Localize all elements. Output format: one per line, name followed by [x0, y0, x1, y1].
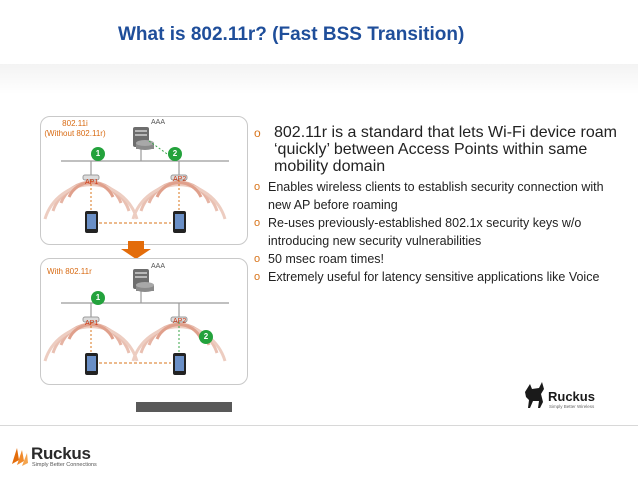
- diagram-with-80211r-graphic: [43, 269, 229, 375]
- brand-name: Ruckus: [548, 389, 595, 404]
- step-2-badge: 2: [168, 147, 182, 161]
- main-bullet-text: 802.11r is a standard that lets Wi-Fi de…: [274, 124, 617, 175]
- bullet-list: o 802.11r is a standard that lets Wi-Fi …: [252, 124, 620, 286]
- diagram-without-80211r: 802.11i (Without 802.11r) AAA 1 2 AP1 AP…: [40, 116, 248, 245]
- diagram-with-label: With 802.11r: [47, 267, 92, 276]
- diagram-without-label: 802.11i (Without 802.11r): [43, 119, 107, 139]
- brand-tagline: Simply Better Connections: [32, 462, 97, 468]
- sub-bullet-marker: o: [254, 181, 261, 193]
- ap1-label: AP1: [85, 320, 99, 327]
- sub-bullet: o Extremely useful for latency sensitive…: [254, 268, 620, 286]
- ap2-signal-waves: [131, 180, 227, 220]
- sub-bullet: o Enables wireless clients to establish …: [254, 178, 620, 214]
- caption-bar: [136, 402, 232, 412]
- phone-icon-left: [85, 211, 98, 233]
- sub-bullet: o 50 msec roam times!: [254, 250, 620, 268]
- sub-bullet-text: 50 msec roam times!: [268, 252, 385, 266]
- diagram-without-label-line1: 802.11i: [62, 119, 88, 128]
- ap2-label: AP2: [173, 318, 187, 325]
- transition-arrow-icon: [121, 241, 151, 259]
- sub-bullet-text: Re-uses previously-established 802.1x se…: [268, 216, 582, 248]
- bullet-marker: o: [254, 126, 261, 140]
- diagram-without-80211r-graphic: [43, 127, 229, 233]
- ruckus-flame-icon: [12, 448, 28, 466]
- brand-name: Ruckus: [31, 444, 91, 463]
- sub-bullet-text: Enables wireless clients to establish se…: [268, 180, 604, 212]
- phone-icon-right: [173, 211, 186, 233]
- sub-bullet-marker: o: [254, 217, 261, 229]
- ruckus-footer-logo: Ruckus Simply Better Connections: [10, 444, 110, 474]
- step-1-badge: 1: [91, 147, 105, 161]
- aaa-label: AAA: [151, 119, 166, 126]
- ap1-label: AP1: [85, 179, 99, 186]
- slide-title: What is 802.11r? (Fast BSS Transition): [118, 24, 465, 45]
- diagram-without-label-line2: (Without 802.11r): [44, 129, 106, 138]
- phone-icon-left: [85, 353, 98, 375]
- brand-tagline: Simply Better Wireless: [549, 404, 595, 409]
- title-band: [0, 64, 638, 94]
- aaa-server-icon: [133, 127, 154, 150]
- phone-icon-right: [173, 353, 186, 375]
- aaa-label: AAA: [151, 263, 166, 270]
- step-2-badge: 2: [199, 330, 213, 344]
- sub-bullet-marker: o: [254, 271, 261, 283]
- sub-bullet-marker: o: [254, 253, 261, 265]
- footer-divider: [0, 425, 638, 426]
- step-1-badge: 1: [91, 291, 105, 305]
- sub-bullet-text: Extremely useful for latency sensitive a…: [268, 270, 600, 284]
- ruckus-dog-icon: [525, 382, 544, 408]
- main-bullet: o 802.11r is a standard that lets Wi-Fi …: [252, 124, 620, 175]
- sub-bullet: o Re-uses previously-established 802.1x …: [254, 214, 620, 250]
- diagram-with-80211r: With 802.11r AAA 1 2 AP1 AP2: [40, 258, 248, 385]
- ap2-label: AP2: [173, 176, 187, 183]
- ruckus-corner-logo: Ruckus Simply Better Wireless: [522, 380, 606, 414]
- aaa-server-icon: [133, 269, 154, 292]
